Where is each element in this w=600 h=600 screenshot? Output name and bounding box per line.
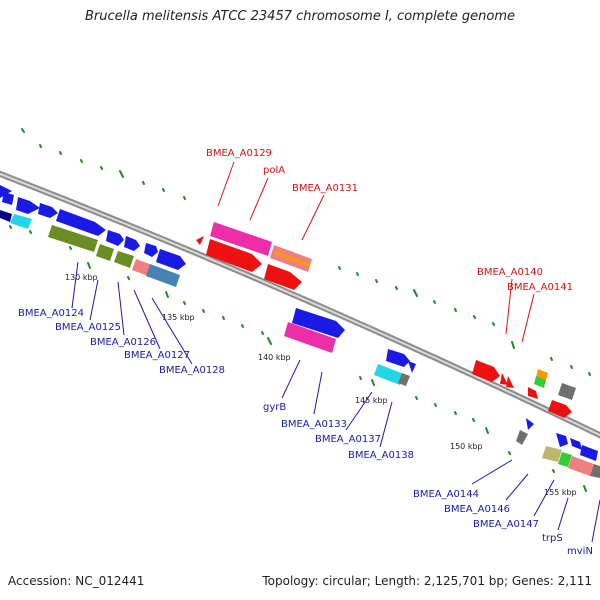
scale-label-150: 150 kbp: [450, 442, 483, 451]
gene-box: [0, 210, 12, 222]
label-bmea-a0138[interactable]: BMEA_A0138: [348, 450, 414, 461]
gene-arrow: [2, 192, 14, 205]
label-bmea-a0147[interactable]: BMEA_A0147: [473, 519, 539, 530]
gene-box: [516, 430, 528, 445]
genome-summary: Topology: circular; Length: 2,125,701 bp…: [262, 574, 592, 588]
accession-label: Accession: NC_012441: [8, 574, 145, 588]
gene-box: [398, 373, 410, 386]
gene-arrow: [144, 243, 158, 257]
gene-box: [48, 225, 98, 252]
scale-label-155: 155 kbp: [544, 488, 577, 497]
label-polA[interactable]: polA: [263, 165, 285, 176]
outer-tick-ring: [21, 128, 591, 376]
label-mviN[interactable]: mviN: [567, 546, 593, 557]
forward-strand-features: [0, 185, 600, 478]
gene-arrow: [0, 185, 12, 198]
label-bmea-a0131[interactable]: BMEA_A0131: [292, 183, 358, 194]
gene-box: [146, 264, 180, 287]
gene-box: [132, 259, 152, 276]
label-trpS[interactable]: trpS: [542, 533, 563, 544]
gene-arrow: [56, 209, 106, 236]
gene-labels-reverse: BMEA_A0129 polA BMEA_A0131 BMEA_A0140 BM…: [206, 148, 573, 293]
reverse-strand-features: [196, 222, 576, 418]
gene-arrow: [206, 239, 262, 272]
gene-arrow: [526, 418, 534, 430]
label-bmea-a0124[interactable]: BMEA_A0124: [18, 308, 84, 319]
gene-box: [96, 244, 114, 261]
gene-arrow: [472, 360, 500, 382]
gene-arrow: [570, 438, 582, 450]
scale-labels: 130 kbp 135 kbp 140 kbp 145 kbp 150 kbp …: [65, 273, 577, 497]
gene-arrow: [506, 376, 514, 388]
gene-box: [558, 383, 576, 400]
gene-arrow: [196, 236, 204, 245]
gene-box: [114, 251, 134, 268]
gene-arrow: [156, 249, 186, 270]
scale-label-130: 130 kbp: [65, 273, 98, 282]
label-bmea-a0140[interactable]: BMEA_A0140: [477, 267, 543, 278]
scale-label-145: 145 kbp: [355, 396, 388, 405]
gene-arrow: [408, 361, 416, 373]
label-leader-lines: [71, 161, 600, 543]
gene-box: [210, 222, 272, 256]
label-gyrB[interactable]: gyrB: [263, 402, 286, 413]
label-bmea-a0141[interactable]: BMEA_A0141: [507, 282, 573, 293]
gene-arrow: [38, 203, 58, 218]
gene-box: [558, 452, 572, 467]
gene-arrow: [556, 433, 568, 447]
gene-arrow: [16, 197, 40, 214]
gene-arrow: [124, 236, 140, 251]
gene-box: [568, 456, 594, 476]
label-bmea-a0126[interactable]: BMEA_A0126: [90, 337, 156, 348]
gene-arrow: [264, 264, 302, 290]
label-bmea-a0144[interactable]: BMEA_A0144: [413, 489, 479, 500]
gene-box: [275, 251, 310, 267]
label-bmea-a0128[interactable]: BMEA_A0128: [159, 365, 225, 376]
map-title: Brucella melitensis ATCC 23457 chromosom…: [84, 9, 516, 24]
scale-label-140: 140 kbp: [258, 353, 291, 362]
label-bmea-a0125[interactable]: BMEA_A0125: [55, 322, 121, 333]
gene-arrow: [386, 349, 410, 367]
gene-box: [10, 214, 32, 229]
label-bmea-a0133[interactable]: BMEA_A0133: [281, 419, 347, 430]
label-bmea-a0137[interactable]: BMEA_A0137: [315, 434, 381, 445]
gene-arrow: [106, 230, 124, 246]
gene-arrow: [580, 445, 598, 461]
gene-labels-forward: BMEA_A0124 BMEA_A0125 BMEA_A0126 BMEA_A0…: [18, 308, 593, 557]
gene-box: [542, 446, 562, 462]
chromosome-backbone: [0, 170, 600, 439]
gene-box: [590, 464, 600, 478]
scale-label-135: 135 kbp: [162, 313, 195, 322]
gene-arrow: [548, 400, 572, 418]
gene-arrow: [292, 308, 345, 338]
label-bmea-a0146[interactable]: BMEA_A0146: [444, 504, 510, 515]
inner-tick-ring: [9, 225, 587, 492]
label-bmea-a0129[interactable]: BMEA_A0129: [206, 148, 272, 159]
gene-arrow: [528, 387, 538, 399]
gene-box: [374, 364, 404, 385]
gene-box: [534, 376, 546, 388]
gene-box: [284, 322, 336, 353]
gene-arrow: [500, 373, 508, 385]
label-bmea-a0127[interactable]: BMEA_A0127: [124, 350, 190, 361]
